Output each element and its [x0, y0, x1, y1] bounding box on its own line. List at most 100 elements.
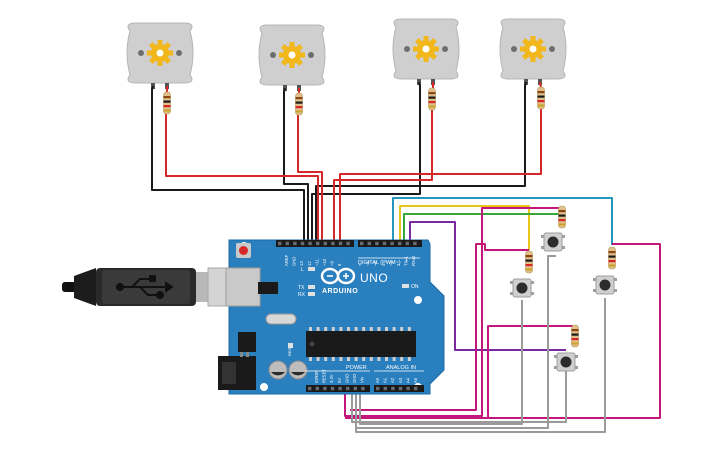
header-pin[interactable]: [293, 241, 297, 246]
header-pin[interactable]: [360, 241, 364, 246]
led-l: [308, 267, 315, 271]
reset-button[interactable]: [236, 243, 251, 258]
pin-label: 7: [358, 263, 363, 266]
signal-wires: [165, 108, 542, 240]
usb-cable: [62, 267, 239, 307]
header-pin[interactable]: [300, 241, 305, 246]
header-pin[interactable]: [353, 386, 357, 391]
power-label: POWER: [346, 365, 367, 371]
header-pin[interactable]: [376, 386, 380, 391]
pin-label: A3: [398, 377, 403, 383]
voltage-regulator: [238, 332, 256, 352]
power-header: [306, 385, 370, 392]
header-pin[interactable]: [414, 386, 418, 391]
header-pin[interactable]: [331, 241, 335, 246]
dc-motor-1: [126, 22, 194, 90]
model-label: UNO: [360, 271, 388, 285]
header-pin[interactable]: [346, 241, 350, 246]
dc-motor-2: [258, 24, 326, 92]
pin-label: TX▸1: [404, 256, 409, 266]
digital-header-right: [358, 240, 422, 247]
header-pin[interactable]: [315, 386, 319, 391]
header-pin[interactable]: [361, 386, 365, 391]
usb-chip: [258, 282, 278, 294]
usb-icon: [116, 275, 174, 299]
led-tx: [308, 285, 315, 289]
header-pin[interactable]: [383, 386, 387, 391]
header-pin[interactable]: [367, 241, 371, 246]
led-tx-label: TX: [298, 285, 305, 291]
capacitor: [288, 360, 308, 380]
header-pin[interactable]: [398, 241, 402, 246]
push-button-4[interactable]: [553, 352, 579, 372]
pin-label: GND: [292, 257, 297, 266]
header-pin[interactable]: [338, 386, 342, 391]
pin-label: ~9: [330, 261, 335, 266]
reset-label: RESET: [287, 342, 292, 356]
power-jack: [218, 356, 256, 390]
resistor: [295, 92, 303, 116]
dc-motor-4: [499, 18, 567, 86]
analog-label: ANALOG IN: [386, 365, 416, 371]
mount-hole: [414, 296, 422, 304]
resistor: [525, 250, 533, 274]
pin-label: RESET: [322, 369, 327, 383]
usb-port: [225, 267, 261, 307]
pin-label: GND: [352, 374, 357, 383]
pin-label: GND: [344, 374, 349, 383]
digital-header-left: [276, 240, 354, 247]
pin-label: 12: [307, 261, 312, 266]
resistor: [558, 205, 566, 229]
pin-label: 3.3V: [329, 374, 334, 383]
header-pin[interactable]: [406, 386, 410, 391]
atmega-chip: [306, 331, 416, 357]
push-button-1[interactable]: [540, 232, 566, 252]
push-button-2[interactable]: [509, 278, 535, 298]
header-pin[interactable]: [413, 241, 417, 246]
pin-label: 8: [337, 263, 342, 266]
push-button-3[interactable]: [592, 275, 618, 295]
header-pin[interactable]: [308, 241, 312, 246]
header-pin[interactable]: [390, 241, 394, 246]
led-rx-label: RX: [298, 292, 306, 298]
header-pin[interactable]: [346, 386, 350, 391]
led-rx: [308, 292, 315, 296]
pin-label: 5V: [337, 378, 342, 383]
pin-label: 2: [396, 263, 401, 266]
header-pin[interactable]: [308, 386, 312, 391]
header-pin[interactable]: [391, 386, 395, 391]
pin-label: Vin: [360, 376, 365, 383]
mount-hole: [260, 383, 268, 391]
header-pin[interactable]: [285, 241, 289, 246]
header-pin[interactable]: [338, 241, 343, 246]
resistor: [608, 246, 616, 270]
pin-label: AREF: [284, 254, 289, 266]
header-pin[interactable]: [323, 241, 327, 246]
wires: [151, 78, 661, 433]
pin-label: ~3: [388, 261, 393, 266]
resistor: [537, 86, 545, 110]
header-pin[interactable]: [382, 241, 387, 246]
pin-label: RX◂0: [411, 255, 416, 266]
pin-label: A1: [383, 377, 388, 383]
dc-motor-3: [392, 18, 460, 86]
pin-label: ~10: [322, 258, 327, 266]
header-pin[interactable]: [323, 386, 327, 391]
led-on-label: ON: [411, 284, 419, 290]
pin-label: ~11: [314, 259, 319, 266]
pin-label: 4: [381, 263, 386, 266]
header-pin[interactable]: [375, 241, 379, 246]
capacitor: [268, 360, 288, 380]
led-on: [402, 284, 409, 288]
header-pin[interactable]: [398, 386, 403, 391]
resistor: [571, 324, 579, 348]
header-pin[interactable]: [405, 241, 409, 246]
header-pin[interactable]: [316, 241, 320, 246]
header-pin[interactable]: [278, 241, 282, 246]
pin-label: A2: [390, 377, 395, 383]
pin-label: ~5: [373, 261, 378, 266]
header-pin[interactable]: [330, 386, 335, 391]
ground-wires: [151, 78, 526, 240]
